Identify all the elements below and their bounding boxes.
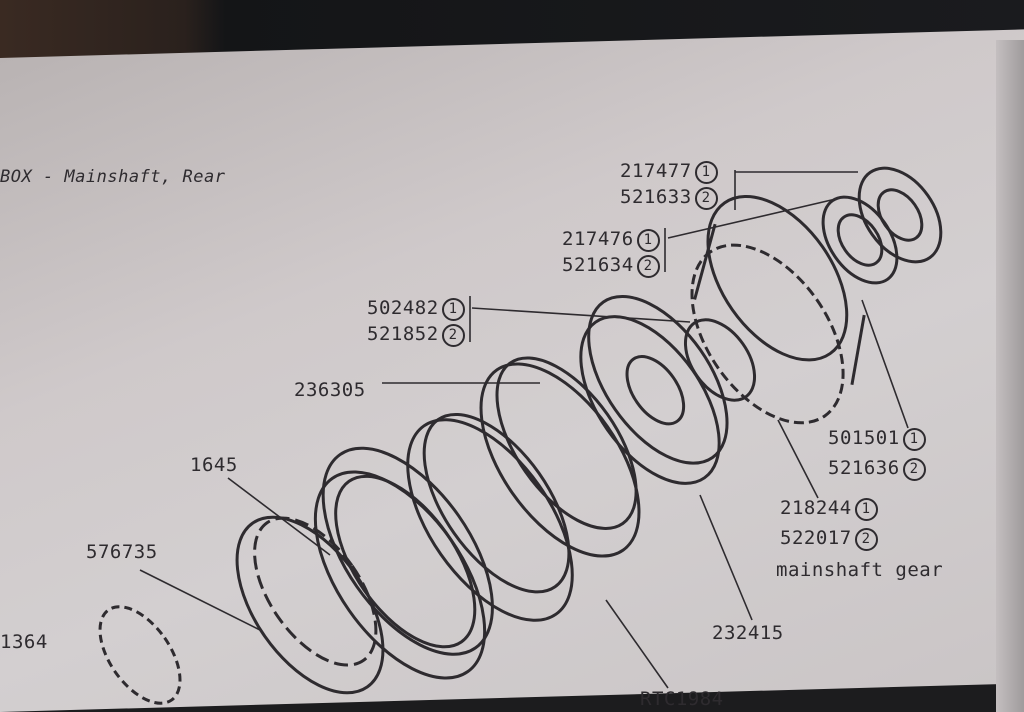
part-number: 521636 [828, 457, 900, 479]
gear-partial [98, 605, 182, 705]
leader-lines [139, 170, 909, 689]
washer [821, 195, 899, 285]
page-title: BOX - Mainshaft, Rear [0, 167, 226, 187]
leader-501501 [861, 299, 909, 429]
part-number: 218244 [780, 497, 852, 519]
variant-mark: 2 [854, 528, 878, 551]
variant-mark: 2 [441, 324, 465, 347]
part-number: 521852 [367, 323, 439, 345]
page-edge [996, 40, 1024, 712]
mainshaft-gear-label: mainshaft gear [776, 559, 944, 581]
part-number: 217476 [562, 228, 634, 250]
callout-232415: 232415 [712, 622, 784, 644]
part-number: 217477 [620, 160, 692, 182]
thrust-washer [579, 295, 729, 485]
baulk-ring [406, 412, 574, 622]
callout-RTC1984: RTC1984 [640, 688, 724, 710]
part-number: 502482 [367, 297, 439, 319]
part-number: 501501 [828, 427, 900, 449]
leader-218244 [777, 419, 819, 499]
leader-RTC1984 [605, 599, 669, 689]
variant-mark: 1 [902, 428, 926, 451]
part-number: 521633 [620, 186, 692, 208]
variant-mark: 2 [694, 187, 718, 210]
leader-576735 [139, 569, 261, 631]
leader-232415 [699, 494, 753, 621]
mainshaft-gear [690, 195, 866, 425]
part-number: 522017 [780, 527, 852, 549]
callout-1645: 1645 [190, 454, 238, 476]
callout-236305: 236305 [294, 379, 366, 401]
variant-mark: 1 [694, 161, 718, 184]
synchro-hub [235, 515, 385, 695]
callout-1364: 1364 [0, 631, 48, 653]
part-number: 521634 [562, 254, 634, 276]
variant-mark: 1 [854, 498, 878, 521]
leader-502482 [471, 307, 691, 323]
synchro-ring [479, 356, 641, 558]
variant-mark: 1 [441, 298, 465, 321]
variant-mark: 2 [636, 255, 660, 278]
variant-mark: 1 [636, 229, 660, 252]
variant-mark: 2 [902, 458, 926, 481]
nut [857, 166, 943, 264]
leader-217476 [667, 197, 841, 239]
callout-576735: 576735 [86, 541, 158, 563]
